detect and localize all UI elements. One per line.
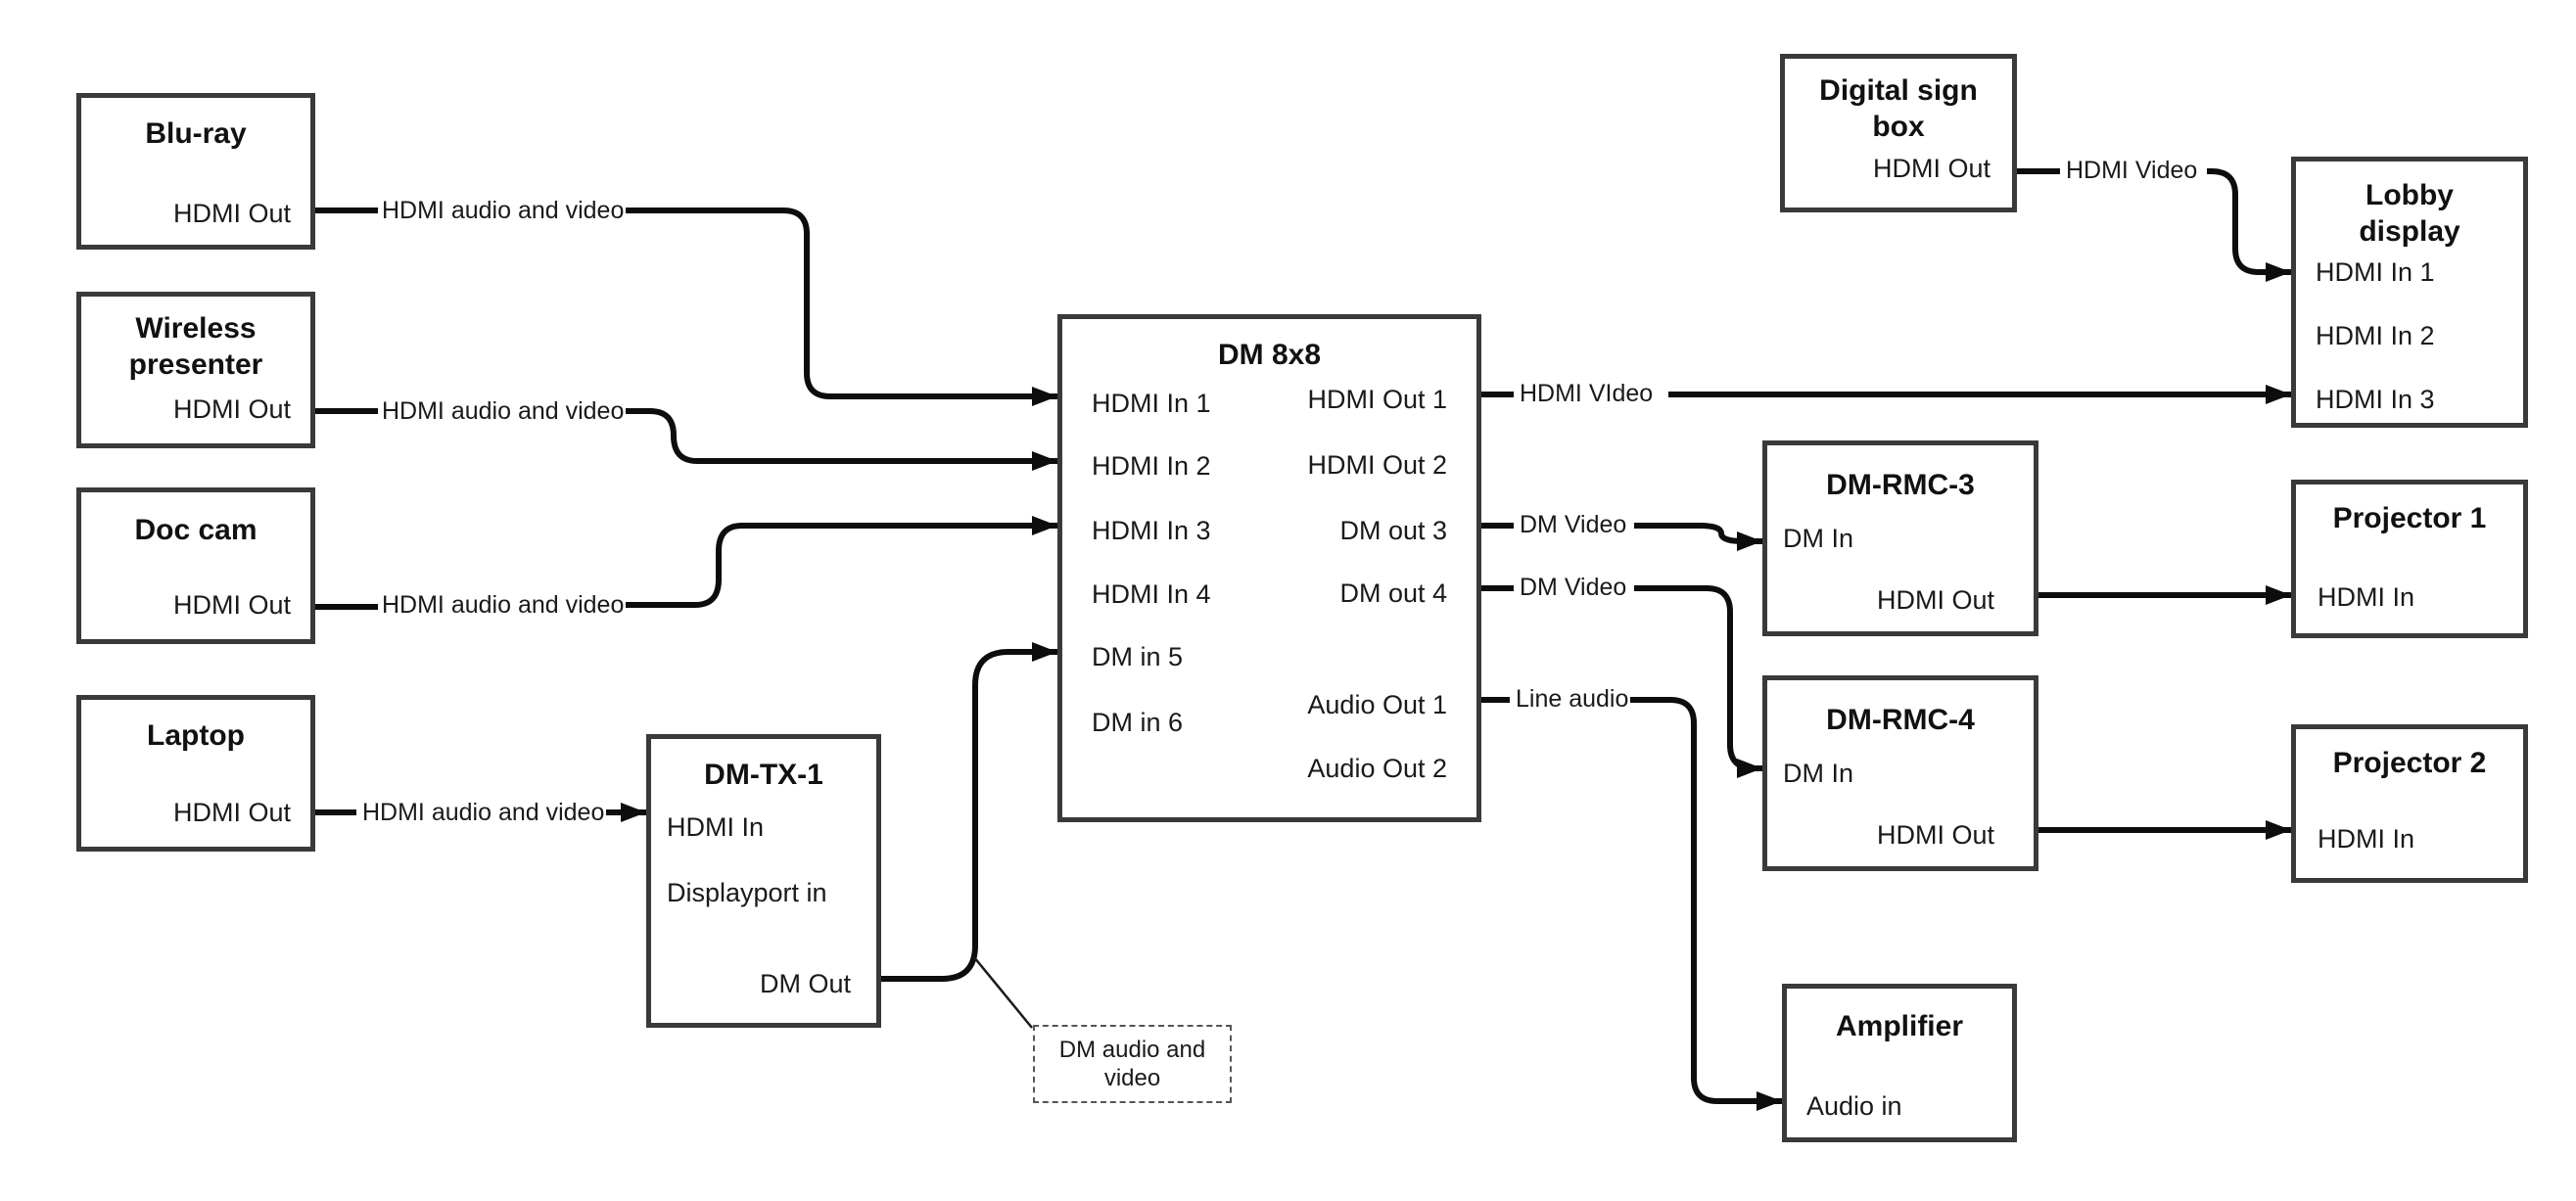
wire-bluray-to-in1 [615, 208, 1057, 406]
port-hdmi-out-2: HDMI Out 2 [1307, 450, 1447, 480]
node-title: DM-RMC-4 [1826, 704, 1975, 736]
port-audio-out-2: Audio Out 2 [1307, 754, 1447, 783]
wire-audio1-to-amp [1627, 697, 1782, 1111]
port-dm-in: DM In [1783, 759, 1854, 788]
port-dm-out-3: DM out 3 [1339, 516, 1447, 545]
cable-label-hdmi-video-out1: HDMI VIdeo [1518, 379, 1656, 408]
node-title: DM-RMC-3 [1826, 469, 1975, 501]
cable-label-wireless: HDMI audio and video [380, 396, 627, 426]
wire-out3-to-rmc3 [1634, 523, 1762, 551]
port-hdmi-out: HDMI Out [172, 394, 291, 424]
node-title: DM 8x8 [1217, 339, 1322, 371]
port-hdmi-in-1: HDMI In 1 [1092, 389, 1211, 418]
node-title: Blu-ray [145, 117, 247, 150]
node-doc-cam: Doc cam HDMI Out [76, 487, 315, 644]
node-digital-sign-box: Digital sign box HDMI Out [1780, 54, 2017, 212]
cable-label-line-audio: Line audio [1514, 684, 1631, 714]
port-hdmi-out: HDMI Out [1876, 820, 1994, 850]
note-leader-line [973, 956, 1033, 1029]
node-title: Projector 2 [2332, 747, 2487, 779]
port-audio-in: Audio in [1806, 1091, 1902, 1121]
port-dm-in-6: DM in 6 [1092, 708, 1184, 737]
port-hdmi-out: HDMI Out [172, 798, 291, 827]
port-hdmi-in: HDMI In [667, 812, 765, 842]
node-laptop: Laptop HDMI Out [76, 695, 315, 852]
node-title: DM-TX-1 [704, 759, 823, 791]
port-hdmi-out-1: HDMI Out 1 [1307, 385, 1447, 414]
node-title: Laptop [147, 719, 245, 752]
port-hdmi-in: HDMI In [2318, 824, 2415, 854]
node-bluray: Blu-ray HDMI Out [76, 93, 315, 250]
wire-wireless-to-in2 [615, 408, 1057, 471]
cable-label-doccam: HDMI audio and video [380, 590, 627, 620]
port-dm-out-4: DM out 4 [1339, 578, 1447, 608]
port-hdmi-in-3: HDMI In 3 [2316, 385, 2435, 414]
port-hdmi-out: HDMI Out [172, 199, 291, 228]
port-hdmi-in-3: HDMI In 3 [1092, 516, 1211, 545]
port-dm-out: DM Out [759, 969, 851, 998]
node-dm-tx-1: DM-TX-1 HDMI In Displayport in DM Out [646, 734, 881, 1028]
port-hdmi-in-1: HDMI In 1 [2316, 257, 2435, 287]
node-lobby-display: Lobby display HDMI In 1 HDMI In 2 HDMI I… [2291, 157, 2528, 428]
port-hdmi-in-2: HDMI In 2 [2316, 321, 2435, 350]
port-hdmi-in-4: HDMI In 4 [1092, 579, 1211, 609]
node-amplifier: Amplifier Audio in [1782, 984, 2017, 1142]
cable-label-laptop: HDMI audio and video [360, 798, 607, 827]
port-hdmi-out: HDMI Out [172, 590, 291, 620]
cable-label-dm-video-4: DM Video [1518, 573, 1629, 602]
wire-out4-to-rmc4 [1634, 585, 1762, 778]
port-hdmi-in: HDMI In [2318, 582, 2415, 612]
node-dm-rmc-3: DM-RMC-3 DM In HDMI Out [1762, 440, 2038, 636]
cable-label-hdmi-video-sign: HDMI Video [2064, 156, 2200, 185]
node-wireless-presenter: Wireless presenter HDMI Out [76, 292, 315, 448]
node-dm-8x8: DM 8x8 HDMI In 1 HDMI In 2 HDMI In 3 HDM… [1057, 314, 1481, 822]
node-projector-1: Projector 1 HDMI In [2291, 480, 2528, 638]
port-hdmi-out: HDMI Out [1876, 585, 1994, 615]
cable-label-dm-video-3: DM Video [1518, 510, 1629, 539]
node-title: Doc cam [134, 514, 258, 546]
port-dm-in-5: DM in 5 [1092, 642, 1184, 671]
wire-doccam-to-in3 [615, 516, 1057, 608]
node-title: Digital sign box [1819, 74, 1978, 143]
node-projector-2: Projector 2 HDMI In [2291, 724, 2528, 883]
wire-dmtx1-to-in5 [881, 642, 1057, 982]
port-hdmi-in-2: HDMI In 2 [1092, 451, 1211, 481]
node-title: Amplifier [1835, 1010, 1964, 1042]
port-dm-in: DM In [1783, 524, 1854, 553]
note-dm-audio-video: DM audio and video [1033, 1025, 1232, 1103]
note-text: DM audio and video [1058, 1037, 1206, 1091]
cable-label-bluray: HDMI audio and video [380, 196, 627, 225]
node-title: Wireless presenter [128, 312, 263, 381]
port-audio-out-1: Audio Out 1 [1307, 690, 1447, 719]
wire-signbox-to-lobby-in1 [2207, 168, 2291, 282]
node-title: Projector 1 [2332, 502, 2487, 534]
port-hdmi-out: HDMI Out [1872, 154, 1991, 183]
port-displayport-in: Displayport in [667, 878, 827, 907]
node-dm-rmc-4: DM-RMC-4 DM In HDMI Out [1762, 675, 2038, 871]
node-title: Lobby display [2359, 179, 2460, 248]
